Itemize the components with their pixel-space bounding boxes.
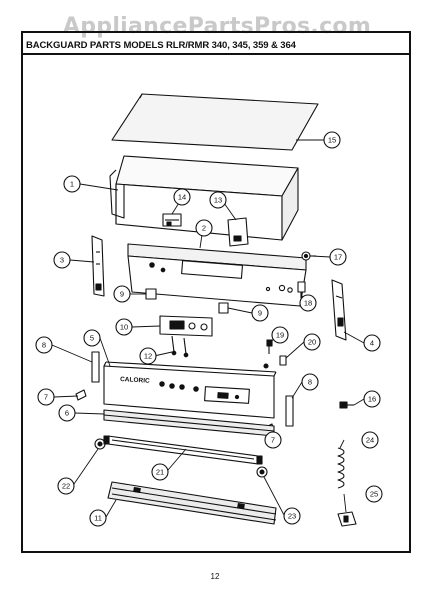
callout-9-left: 9	[113, 285, 131, 303]
part-screws-12	[171, 335, 189, 358]
part-control-housing	[127, 243, 307, 307]
svg-text:7: 7	[44, 393, 48, 402]
svg-text:10: 10	[120, 323, 128, 332]
part-clip-25	[337, 511, 357, 527]
svg-text:1: 1	[70, 180, 74, 189]
panel-brand-text: CALORIC	[120, 376, 150, 385]
callout-11: 11	[89, 509, 107, 527]
callout-20: 20	[303, 333, 321, 351]
part-spring-24	[337, 447, 345, 489]
part-clip-18	[297, 281, 306, 298]
callout-8-left: 8	[35, 336, 53, 354]
callout-23: 23	[283, 507, 301, 525]
part-bottom-rail	[107, 481, 277, 525]
svg-text:4: 4	[370, 339, 374, 348]
callout-1: 1	[63, 175, 81, 193]
callout-4: 4	[363, 334, 381, 352]
svg-text:18: 18	[304, 299, 312, 308]
svg-text:20: 20	[308, 338, 316, 347]
part-fitting-19	[263, 339, 273, 369]
callout-2: 2	[195, 219, 213, 237]
svg-text:25: 25	[370, 490, 378, 499]
svg-text:7: 7	[271, 436, 275, 445]
part-fluorescent-tube	[103, 435, 263, 465]
svg-text:24: 24	[366, 436, 374, 445]
part-left-bracket	[91, 235, 105, 297]
callout-19: 19	[271, 326, 289, 344]
part-right-bracket	[331, 279, 347, 341]
callout-14: 14	[173, 188, 191, 206]
title-bar	[21, 31, 411, 55]
svg-text:12: 12	[144, 352, 152, 361]
callout-24: 24	[361, 431, 379, 449]
callout-15: 15	[323, 131, 341, 149]
svg-text:8: 8	[308, 378, 312, 387]
svg-text:2: 2	[202, 224, 206, 233]
callout-25: 25	[365, 485, 383, 503]
svg-text:23: 23	[288, 512, 296, 521]
part-bracket-14	[162, 213, 182, 227]
callout-21: 21	[151, 463, 169, 481]
part-back-panel	[111, 93, 319, 151]
part-strip-8-left	[91, 351, 100, 383]
part-fastener-16	[339, 401, 354, 409]
callout-9-right: 9	[251, 304, 269, 322]
part-clip-7-left	[75, 389, 87, 401]
svg-text:16: 16	[368, 395, 376, 404]
part-strip-8-right	[285, 395, 294, 427]
part-switch-block	[159, 315, 213, 337]
callout-8-right: 8	[301, 373, 319, 391]
svg-text:21: 21	[156, 468, 164, 477]
page-number: 12	[210, 572, 220, 581]
callout-18: 18	[299, 294, 317, 312]
callout-7-right: 7	[264, 431, 282, 449]
svg-text:19: 19	[276, 331, 284, 340]
callout-5: 5	[83, 329, 101, 347]
svg-text:11: 11	[94, 514, 102, 523]
svg-text:14: 14	[178, 193, 186, 202]
svg-text:3: 3	[60, 256, 64, 265]
part-bracket-13	[227, 217, 249, 247]
svg-text:9: 9	[258, 309, 262, 318]
part-lamp-socket-right	[256, 466, 268, 478]
svg-text:17: 17	[334, 253, 342, 262]
svg-text:9: 9	[120, 290, 124, 299]
svg-text:13: 13	[214, 196, 222, 205]
callout-6: 6	[58, 404, 76, 422]
callout-10: 10	[115, 318, 133, 336]
callout-7-left: 7	[37, 388, 55, 406]
callout-22: 22	[57, 477, 75, 495]
watermark: AppliancePartsPros.com	[62, 14, 372, 39]
svg-text:6: 6	[65, 409, 69, 418]
part-fitting-20	[279, 355, 287, 366]
part-pad-9-left	[145, 288, 157, 300]
svg-text:22: 22	[62, 482, 70, 491]
svg-text:15: 15	[328, 136, 336, 145]
part-pad-9-right	[218, 302, 229, 314]
callout-17: 17	[329, 248, 347, 266]
callout-13: 13	[209, 191, 227, 209]
diagram-title: BACKGUARD PARTS MODELS RLR/RMR 340, 345,…	[26, 40, 296, 51]
part-front-panel	[103, 361, 277, 419]
diagram-frame	[21, 31, 411, 553]
svg-text:8: 8	[42, 341, 46, 350]
callout-16: 16	[363, 390, 381, 408]
svg-text:5: 5	[90, 334, 94, 343]
callout-3: 3	[53, 251, 71, 269]
callout-12: 12	[139, 347, 157, 365]
